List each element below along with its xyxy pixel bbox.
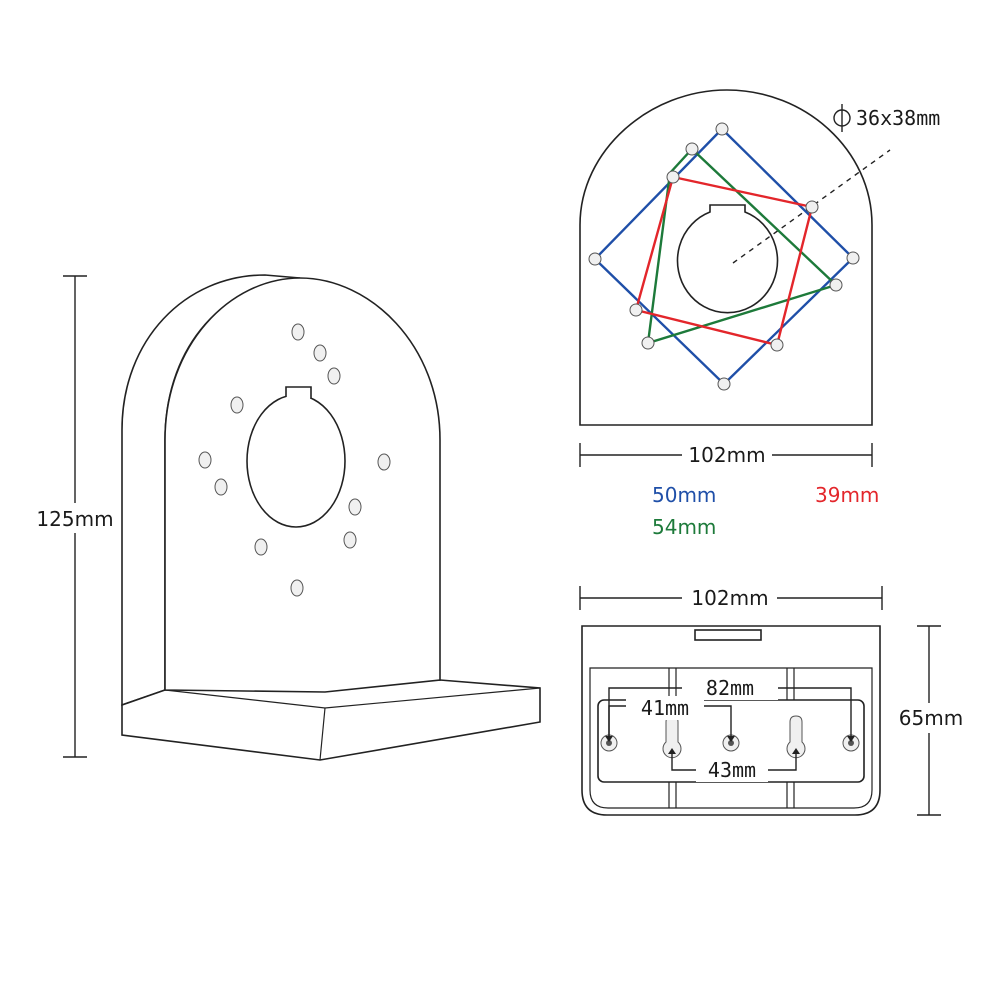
diameter-leader: [732, 149, 891, 264]
depth-dimension: 65mm: [892, 625, 970, 816]
bracket-isometric-view: 125mm: [30, 274, 541, 761]
center-cable-opening: [246, 394, 346, 528]
top-width-dimension: 102mm: [579, 440, 873, 470]
plate-center-opening: [676, 204, 779, 314]
spacing-43-label: 43mm: [708, 758, 756, 782]
blue-pattern-label: 50mm: [652, 483, 716, 507]
base-top-view: 102mm 82mm: [579, 583, 970, 816]
opening-notch: [285, 386, 312, 399]
depth-label: 65mm: [899, 706, 963, 730]
diameter-label: 36x38mm: [856, 106, 940, 130]
base-screw-holes: [600, 734, 860, 752]
spacing-82-label: 82mm: [706, 676, 754, 700]
spacing-41-dimension: 41mm: [608, 696, 735, 742]
spacing-41-label: 41mm: [641, 696, 689, 720]
height-label: 125mm: [36, 507, 113, 531]
plate-screw-holes: [588, 122, 860, 391]
green-pattern-label: 54mm: [652, 515, 716, 539]
height-dimension: 125mm: [30, 275, 120, 758]
bottom-width-dimension: 102mm: [579, 583, 883, 613]
base-recess: [589, 667, 873, 809]
bottom-width-label: 102mm: [691, 586, 768, 610]
plate-front-view: 36x38mm 102mm 50mm 54mm 39mm: [579, 89, 940, 539]
keyhole-right: [786, 715, 806, 759]
top-width-label: 102mm: [688, 443, 765, 467]
keyhole-slots: [662, 715, 806, 759]
diameter-annotation: 36x38mm: [833, 104, 940, 132]
base-tab: [694, 629, 762, 641]
red-pattern-label: 39mm: [815, 483, 879, 507]
spacing-43-dimension: 43mm: [668, 748, 800, 782]
screw-holes: [198, 323, 391, 597]
spacing-82-dimension: 82mm: [605, 674, 855, 742]
